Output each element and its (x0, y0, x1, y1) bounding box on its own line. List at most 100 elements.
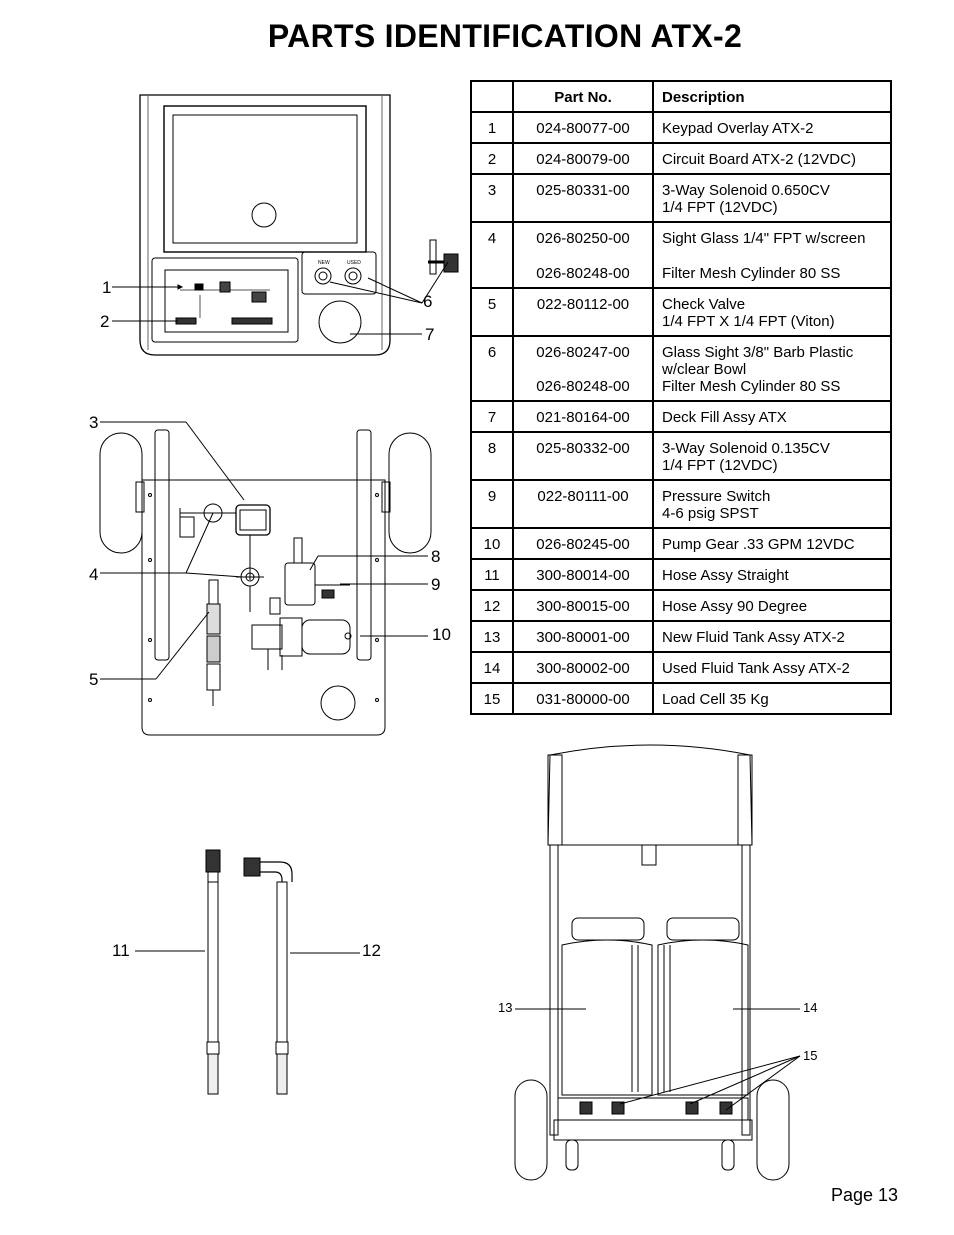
description-line: Hose Assy 90 Degree (662, 598, 808, 615)
part-number: 021-80164-00 (536, 409, 630, 426)
row-part-no: 300-80002-00 (512, 651, 654, 684)
description-line: Keypad Overlay ATX-2 (662, 120, 814, 137)
callout-4: 4 (89, 565, 99, 584)
row-index: 11 (470, 558, 514, 591)
description-line: Check Valve (662, 296, 746, 313)
row-index: 7 (470, 400, 514, 433)
cart-tanks-drawing (514, 744, 801, 1181)
part-number: 025-80332-00 (536, 440, 630, 457)
part-number: 022-80112-00 (536, 296, 630, 313)
row-description: New Fluid Tank Assy ATX-2 (652, 620, 892, 653)
description-line: Pressure Switch (662, 488, 771, 505)
row-index: 14 (470, 651, 514, 684)
description-line: Pump Gear .33 GPM 12VDC (662, 536, 855, 553)
row-description: Hose Assy 90 Degree (652, 589, 892, 622)
callout-2: 2 (100, 312, 110, 331)
description-line: Load Cell 35 Kg (662, 691, 769, 708)
row-part-no: 021-80164-00 (512, 400, 654, 433)
table-row: 15 031-80000-00 Load Cell 35 Kg (470, 682, 892, 715)
row-part-no: 026-80250-00 026-80248-00 (512, 221, 654, 289)
row-index: 12 (470, 589, 514, 622)
row-index: 13 (470, 620, 514, 653)
row-description: Hose Assy Straight (652, 558, 892, 591)
description-line: Filter Mesh Cylinder 80 SS (662, 378, 841, 395)
callout-7: 7 (425, 325, 435, 344)
row-part-no: 025-80331-00 (512, 173, 654, 223)
part-number: 300-80002-00 (536, 660, 630, 677)
description-line: New Fluid Tank Assy ATX-2 (662, 629, 845, 646)
callout-11: 11 (112, 941, 130, 960)
callout-14: 14 (803, 1000, 818, 1015)
table-row: 13 300-80001-00 New Fluid Tank Assy ATX-2 (470, 620, 892, 653)
row-part-no: 300-80001-00 (512, 620, 654, 653)
part-number: 022-80111-00 (537, 488, 629, 505)
part-number: 300-80001-00 (536, 629, 630, 646)
description-line: 4-6 psig SPST (662, 505, 759, 522)
row-description: Glass Sight 3/8" Barb Plastic w/clear Bo… (652, 335, 892, 402)
row-part-no: 026-80245-00 (512, 527, 654, 560)
callout-8: 8 (431, 547, 441, 566)
row-index: 5 (470, 287, 514, 337)
row-part-no: 022-80112-00 (512, 287, 654, 337)
part-number: 026-80250-00 (536, 230, 630, 247)
part-number: 031-80000-00 (536, 691, 630, 708)
description-line: Filter Mesh Cylinder 80 SS (662, 265, 841, 282)
row-index: 15 (470, 682, 514, 715)
description-line: Sight Glass 1/4" FPT w/screen (662, 230, 866, 247)
row-part-no: 024-80077-00 (512, 111, 654, 144)
callout-12: 12 (362, 941, 381, 960)
description-line: Hose Assy Straight (662, 567, 789, 584)
row-part-no: 031-80000-00 (512, 682, 654, 715)
internal-plumbing-drawing (99, 421, 432, 736)
callout-15: 15 (803, 1048, 818, 1063)
callout-5: 5 (89, 670, 99, 689)
description-line: Used Fluid Tank Assy ATX-2 (662, 660, 850, 677)
header-description: Description (652, 80, 892, 113)
description-line: 3-Way Solenoid 0.650CV (662, 182, 830, 199)
callout-10: 10 (432, 625, 451, 644)
front-panel-drawing: NEW USED (112, 94, 459, 356)
part-number: 025-80331-00 (536, 182, 630, 199)
table-row: 12 300-80015-00 Hose Assy 90 Degree (470, 589, 892, 622)
table-row: 11 300-80014-00 Hose Assy Straight (470, 558, 892, 591)
callout-1: 1 (102, 278, 112, 297)
row-part-no: 022-80111-00 (512, 479, 654, 529)
header-part-no: Part No. (512, 80, 654, 113)
callout-9: 9 (431, 575, 441, 594)
part-number: 024-80077-00 (536, 120, 630, 137)
row-description: Used Fluid Tank Assy ATX-2 (652, 651, 892, 684)
row-part-no: 300-80014-00 (512, 558, 654, 591)
description-line: 1/4 FPT (12VDC) (662, 457, 778, 474)
part-number: 300-80015-00 (536, 598, 630, 615)
row-index: 4 (470, 221, 514, 289)
row-index: 10 (470, 527, 514, 560)
page-title: PARTS IDENTIFICATION ATX-2 (267, 18, 743, 54)
row-description: Keypad Overlay ATX-2 (652, 111, 892, 144)
callout-6: 6 (423, 292, 433, 311)
row-part-no: 024-80079-00 (512, 142, 654, 175)
description-line: 1/4 FPT (12VDC) (662, 199, 778, 216)
row-part-no: 300-80015-00 (512, 589, 654, 622)
part-number: 026-80248-00 (536, 265, 630, 282)
description-line: Glass Sight 3/8" Barb Plastic w/clear Bo… (662, 344, 854, 378)
part-number: 300-80014-00 (536, 567, 630, 584)
description-line: Circuit Board ATX-2 (12VDC) (662, 151, 856, 168)
description-line: 1/4 FPT X 1/4 FPT (Viton) (662, 313, 835, 330)
panel-label-new: NEW (318, 260, 330, 266)
row-description: Deck Fill Assy ATX (652, 400, 892, 433)
row-description: Circuit Board ATX-2 (12VDC) (652, 142, 892, 175)
page-number: Page 13 (830, 1185, 898, 1205)
